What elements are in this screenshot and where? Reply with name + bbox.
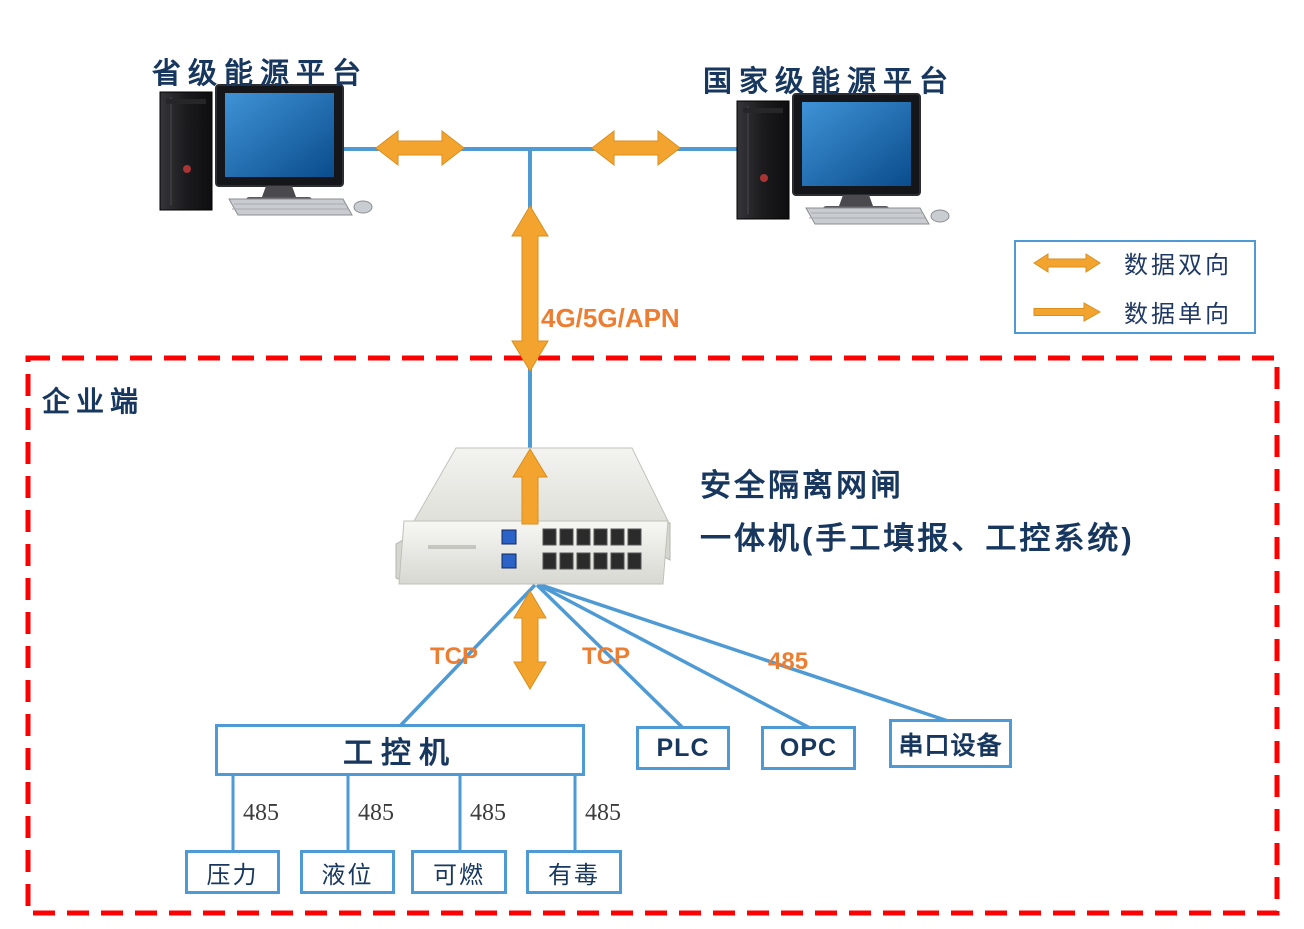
link-gateway-ipc (398, 583, 537, 728)
sensor-flammable: 可燃 (411, 850, 507, 894)
link-gateway-serial-device (540, 583, 949, 723)
opc-node: OPC (761, 726, 856, 770)
bidirectional-arrow-icon (1033, 252, 1101, 273)
enterprise-boundary (25, 355, 1280, 916)
bus-485-label-flammable: 485 (470, 800, 506, 826)
gateway-top-face (413, 447, 669, 522)
gateway-subtitle: 一体机(手工填报、工控系统) (700, 521, 1135, 556)
national-platform-title: 国家级能源平台 (703, 66, 956, 98)
wan-link-label: 4G/5G/APN (541, 303, 680, 333)
legend-row-bidirectional: 数据双向 (1032, 245, 1254, 280)
computer-national (736, 93, 950, 225)
bus-485-label-pressure: 485 (243, 800, 279, 826)
plc-node: PLC (636, 726, 730, 770)
bus-485-label-level: 485 (358, 800, 394, 826)
bidirectional-arrow-wan (511, 205, 549, 372)
legend-unidirectional-label: 数据单向 (1124, 301, 1232, 328)
provincial-platform-title: 省级能源平台 (152, 58, 369, 90)
legend-row-unidirectional: 数据单向 (1032, 294, 1254, 329)
ipc-node: 工控机 (215, 724, 585, 776)
gateway-ethernet-ports (542, 528, 642, 570)
serial-485-label: 485 (768, 648, 809, 675)
bidirectional-arrow-ipc (513, 590, 547, 690)
sensor-level: 液位 (300, 850, 395, 894)
computer-provincial (159, 84, 373, 216)
sensor-pressure: 压力 (185, 850, 280, 894)
gateway-vent-slit (428, 545, 476, 549)
link-gateway-plc (535, 583, 685, 730)
tcp-label-left: TCP (430, 643, 478, 670)
unidirectional-arrow-icon (1033, 301, 1102, 322)
serial-device-node: 串口设备 (889, 719, 1012, 768)
gateway-title: 安全隔离网闸 (700, 468, 904, 503)
sensor-toxic: 有毒 (526, 850, 622, 894)
tcp-label-right: TCP (582, 643, 630, 670)
gateway-device (395, 447, 671, 585)
bidirectional-arrow-national (591, 129, 681, 167)
bidirectional-arrow-provincial (375, 129, 465, 167)
unidirectional-arrow-into-gateway (512, 448, 548, 525)
legend: 数据双向 数据单向 (1014, 240, 1256, 334)
enterprise-label: 企业端 (42, 386, 145, 417)
gateway-usb-port (501, 529, 517, 545)
gateway-usb-port (501, 553, 517, 569)
bus-485-label-toxic: 485 (585, 800, 621, 826)
legend-bidirectional-label: 数据双向 (1124, 252, 1232, 279)
link-gateway-opc (538, 583, 811, 730)
